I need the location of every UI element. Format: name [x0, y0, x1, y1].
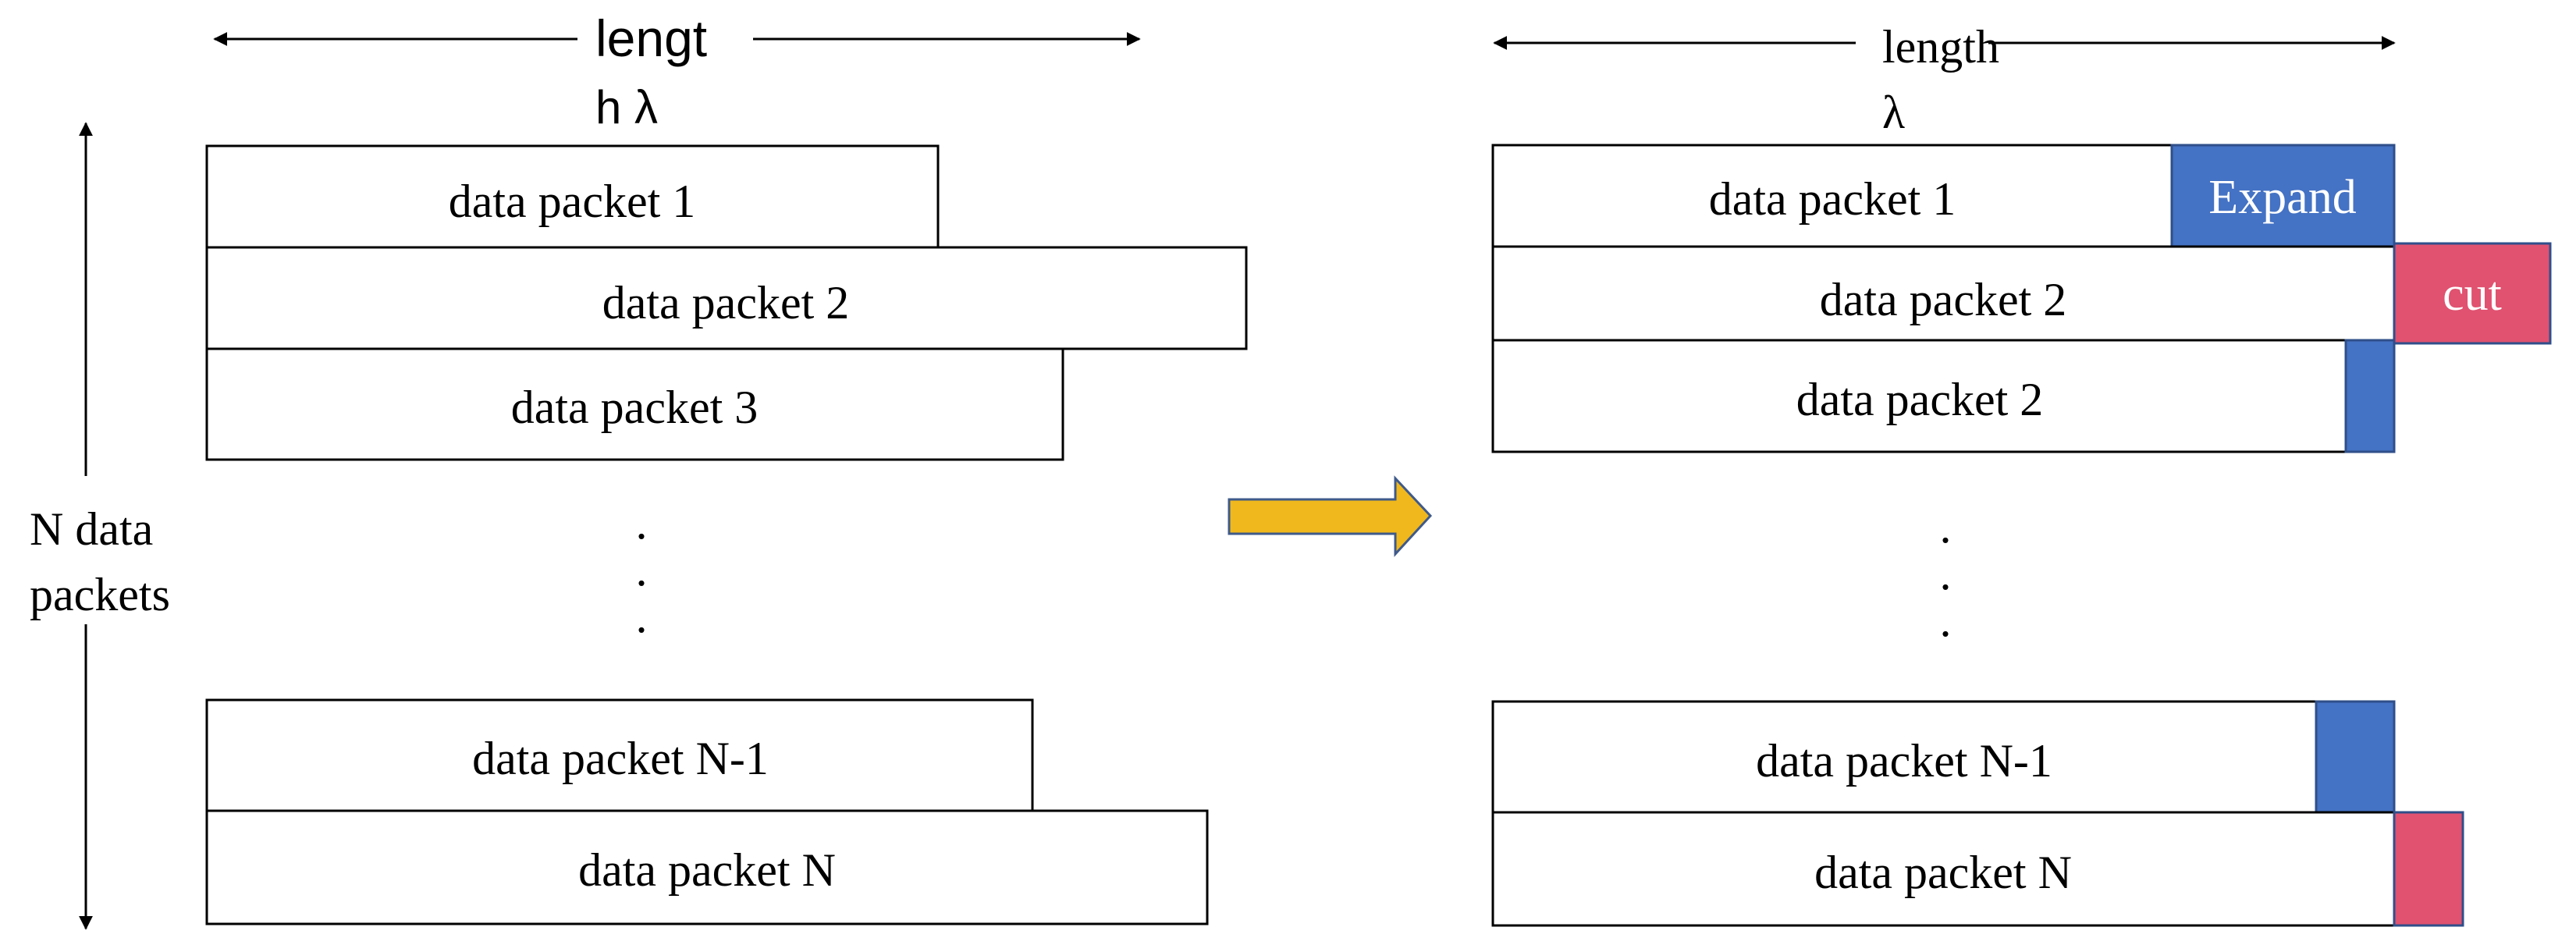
right-length-label-line2: λ	[1882, 87, 1905, 138]
right-packet-2-label: data packet 2	[1820, 274, 2067, 325]
left-packet-1-label: data packet 1	[449, 176, 696, 227]
left-packet-n: data packet N	[205, 809, 1209, 925]
left-packet-3-label: data packet 3	[511, 382, 759, 433]
right-arrow-icon	[1228, 475, 1433, 557]
right-ellipsis-1: .	[1940, 501, 1952, 552]
cut-block-small	[2393, 811, 2464, 927]
expand-block-small-1	[2344, 339, 2396, 453]
left-packet-n-1: data packet N-1	[205, 698, 1034, 812]
left-ellipsis-1: .	[636, 497, 648, 549]
left-packet-2-label: data packet 2	[602, 277, 850, 329]
left-packet-n-label: data packet N	[578, 844, 836, 896]
right-packet-3-label: data packet 2	[1796, 374, 2044, 425]
left-length-label-line1: lengt	[595, 9, 707, 67]
right-packet-1: data packet 1	[1491, 144, 2173, 248]
left-length-label-line2: h λ	[595, 81, 658, 133]
cut-label: cut	[2443, 268, 2502, 321]
right-packet-n-1: data packet N-1	[1491, 700, 2318, 814]
expand-block-small-2	[2315, 700, 2396, 814]
right-ellipsis-2: .	[1940, 548, 1952, 599]
right-packet-1-label: data packet 1	[1709, 173, 1956, 225]
left-packet-3: data packet 3	[205, 347, 1064, 461]
left-packet-1: data packet 1	[205, 144, 940, 249]
left-n-label-line1: N data	[30, 503, 153, 555]
expand-label: Expand	[2208, 171, 2356, 224]
left-ellipsis-2: .	[636, 544, 648, 595]
left-ellipsis-3: .	[636, 591, 648, 642]
right-packet-2: data packet 2	[1491, 245, 2396, 342]
expand-block: Expand	[2170, 144, 2396, 248]
right-packet-n-label: data packet N	[1814, 847, 2072, 898]
right-ellipsis-3: .	[1940, 595, 1952, 646]
left-n-label-line2: packets	[30, 569, 170, 620]
right-packet-n: data packet N	[1491, 811, 2396, 927]
cut-block: cut	[2393, 242, 2552, 345]
right-packet-3: data packet 2	[1491, 339, 2347, 453]
left-packet-2: data packet 2	[205, 246, 1248, 350]
right-packet-n-1-label: data packet N-1	[1756, 735, 2052, 787]
left-packet-n-1-label: data packet N-1	[472, 733, 769, 784]
right-length-label-line1: length	[1882, 21, 1999, 73]
